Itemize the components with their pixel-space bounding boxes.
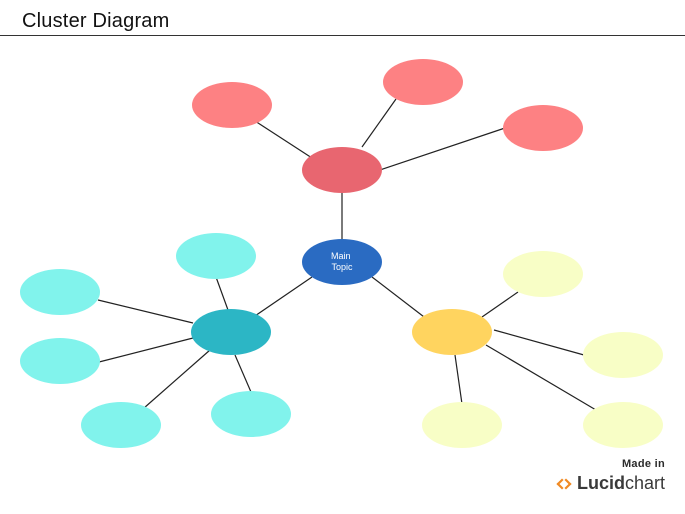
diagram-title: Cluster Diagram	[22, 10, 170, 32]
connector-red-leaf-3	[379, 127, 506, 171]
title-divider	[0, 35, 685, 36]
yellow-leaf-node-3	[583, 402, 663, 448]
brand-light-text: chart	[624, 473, 665, 493]
yellow-leaf-node-4	[422, 402, 502, 448]
main-topic-label-line-1: Main	[331, 251, 351, 261]
red-leaf-node-2	[383, 59, 463, 105]
connector-yellow-leaf-1	[481, 291, 519, 318]
connector-teal-leaf-2	[97, 299, 194, 324]
brand-bold-text: Lucid	[576, 473, 625, 493]
main-topic-node	[302, 239, 382, 285]
red-leaf-node-3	[503, 105, 583, 151]
teal-leaf-node-4	[81, 402, 161, 448]
connector-center-teal-hub	[251, 276, 313, 319]
teal-leaf-node-2	[20, 269, 100, 315]
connector-red-leaf-2	[361, 98, 397, 148]
yellow-leaf-node-2	[583, 332, 663, 378]
red-hub-node	[302, 147, 382, 193]
connector-teal-leaf-1	[215, 276, 229, 311]
yellow-hub-node	[412, 309, 492, 355]
teal-leaf-node-1	[176, 233, 256, 279]
connector-yellow-leaf-2	[493, 329, 585, 356]
lucidchart-wordmark: Lucidchart	[577, 473, 665, 494]
connector-yellow-leaf-4	[454, 354, 463, 405]
red-leaf-node-1	[192, 82, 272, 128]
lucidchart-logo-icon	[556, 477, 572, 490]
lucidchart-branding: Made in Lucidchart	[525, 458, 665, 500]
connector-red-leaf-1	[254, 120, 313, 159]
teal-leaf-node-3	[20, 338, 100, 384]
connector-yellow-leaf-3	[485, 344, 597, 411]
brand-row: Lucidchart	[555, 473, 665, 494]
connector-center-yellow-hub	[371, 276, 429, 321]
connector-teal-leaf-4	[143, 349, 211, 409]
teal-leaf-node-5	[211, 391, 291, 437]
made-in-label: Made in	[621, 458, 665, 470]
main-topic-label: Main Topic	[331, 251, 353, 272]
teal-hub-node	[191, 309, 271, 355]
main-topic-label-line-2: Topic	[331, 262, 353, 272]
connector-lines	[97, 98, 597, 411]
connector-teal-leaf-5	[234, 354, 252, 393]
yellow-leaf-node-1	[503, 251, 583, 297]
connector-teal-leaf-3	[98, 337, 194, 363]
